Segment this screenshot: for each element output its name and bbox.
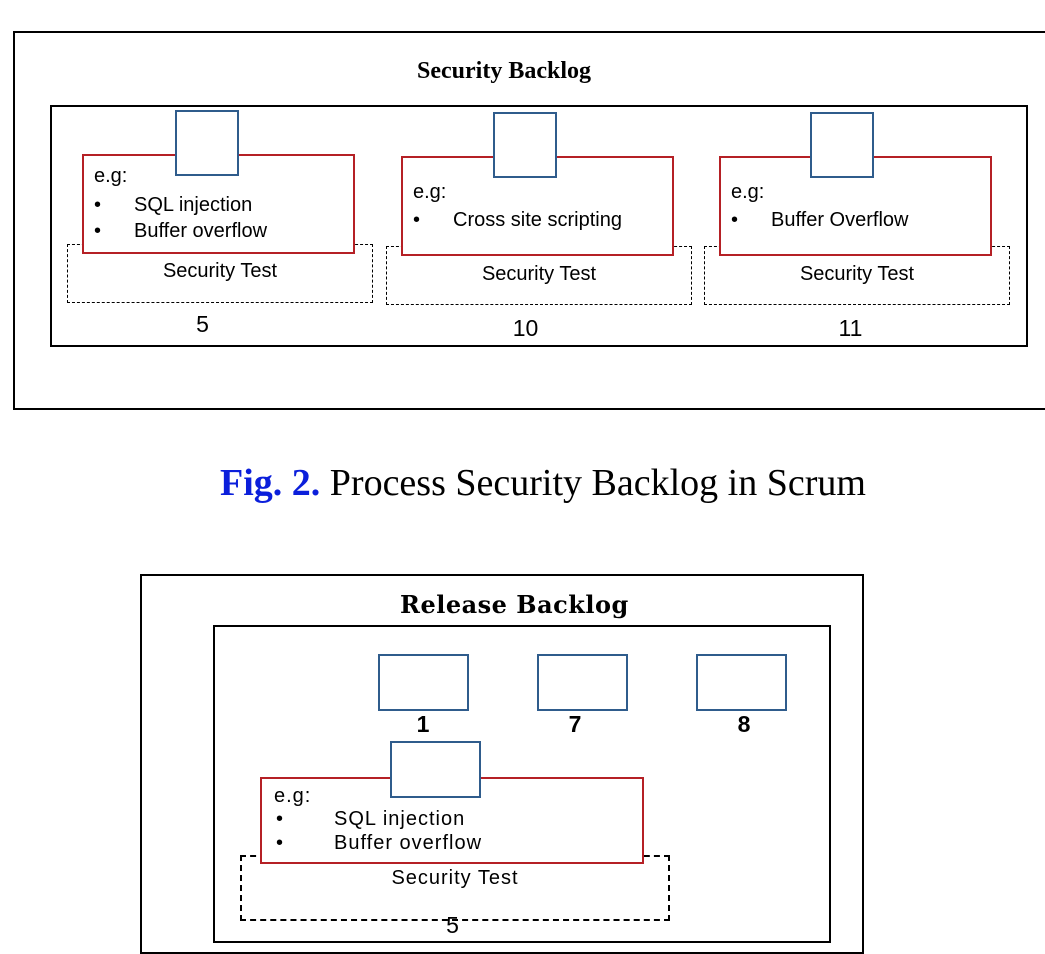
eg-label: e.g: [413, 181, 447, 203]
release-item-number: 5 [446, 912, 459, 938]
caption-prefix: Fig. 2. [220, 462, 321, 504]
caption-text: Process Security Backlog in Scrum [320, 462, 866, 504]
bullet-item: SQL injection [94, 193, 252, 218]
story-number-3: 8 [737, 711, 751, 737]
story-number-1: 1 [416, 711, 430, 737]
item-number-1: 5 [196, 311, 209, 337]
bullet-item: Buffer overflow [276, 832, 482, 855]
security-backlog-inner-frame [50, 105, 1028, 347]
story-card-release-2 [537, 654, 628, 711]
security-test-label-3: Security Test [799, 263, 915, 285]
story-card-1 [175, 110, 239, 176]
security-test-label-2: Security Test [481, 263, 597, 285]
story-card-release-3 [696, 654, 787, 711]
security-item-card-1: e.g: SQL injection Buffer overflow [82, 154, 355, 254]
story-card-release-1 [378, 654, 469, 711]
item-number-2: 10 [512, 315, 539, 341]
story-card-2 [493, 112, 557, 178]
eg-label: e.g: [731, 181, 765, 203]
bullet-item: SQL injection [276, 808, 465, 831]
eg-label: e.g: [94, 165, 128, 187]
release-security-test-label: Security Test [391, 867, 519, 889]
bullet-item: Buffer Overflow [731, 208, 908, 233]
item-number-3: 11 [838, 315, 863, 341]
security-backlog-outer-frame [13, 31, 1045, 410]
bullet-item: Buffer overflow [94, 219, 267, 244]
eg-label: e.g: [274, 785, 312, 807]
bullet-item: Cross site scripting [413, 208, 622, 233]
release-backlog-title: Release Backlog [400, 590, 629, 619]
story-card-release-item [390, 741, 481, 798]
story-card-3 [810, 112, 874, 178]
security-backlog-title: Security Backlog [417, 58, 591, 84]
figure-caption: Fig. 2. Process Security Backlog in Scru… [220, 461, 866, 505]
story-number-2: 7 [568, 711, 582, 737]
security-test-label-1: Security Test [162, 260, 278, 282]
